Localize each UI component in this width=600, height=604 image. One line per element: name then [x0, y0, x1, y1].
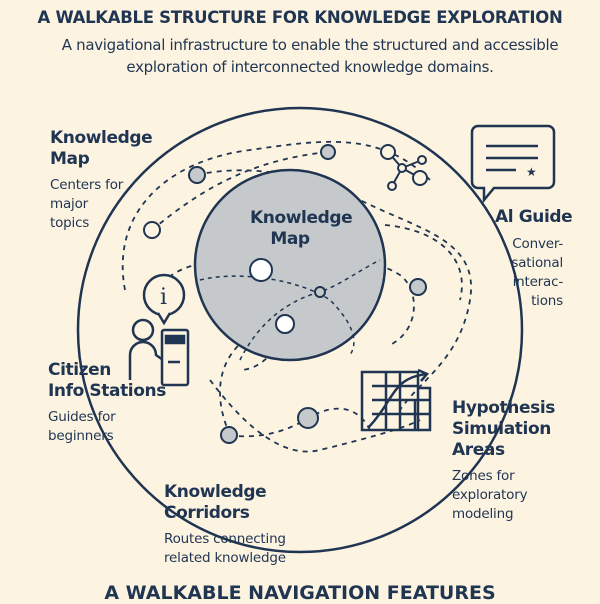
outer-ring — [76, 106, 524, 554]
feature-title: Map — [50, 149, 90, 169]
feature-desc: Guides for — [48, 409, 116, 425]
central-knowledge-map — [193, 168, 387, 362]
node — [143, 221, 161, 239]
feature-desc: beginners — [48, 428, 114, 444]
feature-title: Simulation — [452, 419, 551, 439]
node — [297, 407, 319, 429]
feature-desc: major — [50, 196, 88, 212]
chat-bubble-icon: ★ — [470, 124, 556, 204]
node — [275, 314, 295, 334]
feature-title: Corridors — [164, 503, 250, 523]
central-label: Knowledge Map — [250, 208, 353, 250]
simulation-grid-icon — [360, 368, 432, 432]
node — [314, 286, 326, 298]
central-label-line: Map — [270, 229, 310, 249]
feature-title: Knowledge — [50, 128, 153, 148]
feature-knowledge-map: Knowledge Map Centers for major topics — [50, 128, 153, 233]
feature-desc: Zones for — [452, 468, 515, 484]
feature-title: Areas — [452, 440, 505, 460]
feature-desc: Centers for — [50, 177, 124, 193]
node — [249, 258, 273, 282]
info-station-icon: i — [128, 273, 190, 387]
feature-desc: tions — [531, 293, 563, 309]
feature-knowledge-corridors: Knowledge Corridors Routes connecting re… — [164, 482, 286, 568]
feature-desc: modeling — [452, 506, 514, 522]
feature-citizen-info-stations: Citizen Info Stations Guides for beginne… — [48, 360, 166, 446]
node — [409, 278, 427, 296]
feature-title: Knowledge — [164, 482, 267, 502]
feature-title: Al Guide — [495, 207, 573, 227]
node — [320, 144, 336, 160]
feature-title: Info Stations — [48, 381, 166, 401]
node — [220, 426, 238, 444]
feature-desc: sational — [511, 255, 563, 271]
node — [188, 166, 206, 184]
feature-ai-guide: Al Guide Conver- sational interac- tions — [495, 207, 573, 311]
page-subtitle: A navigational infrastructure to enable … — [61, 36, 559, 76]
feature-title: Citizen — [48, 360, 111, 380]
svg-text:i: i — [160, 285, 167, 310]
central-label-line: Knowledge — [250, 208, 353, 228]
feature-title: Hypothesis — [452, 398, 555, 418]
feature-desc: interac- — [512, 274, 564, 290]
page-title: A WALKABLE STRUCTURE FOR KNOWLEDGE EXPLO… — [37, 8, 563, 27]
feature-desc: related knowledge — [164, 550, 286, 566]
feature-hypothesis-simulation: Hypothesis Simulation Areas Zones for ex… — [452, 398, 555, 524]
feature-desc: topics — [50, 215, 90, 231]
feature-desc: exploratory — [452, 487, 528, 503]
network-icon — [380, 144, 428, 191]
svg-text:★: ★ — [526, 165, 537, 179]
footer-title: A WALKABLE NAVIGATION FEATURES — [104, 582, 496, 604]
feature-desc: Conver- — [512, 236, 563, 252]
feature-desc: Routes connecting — [164, 531, 286, 547]
